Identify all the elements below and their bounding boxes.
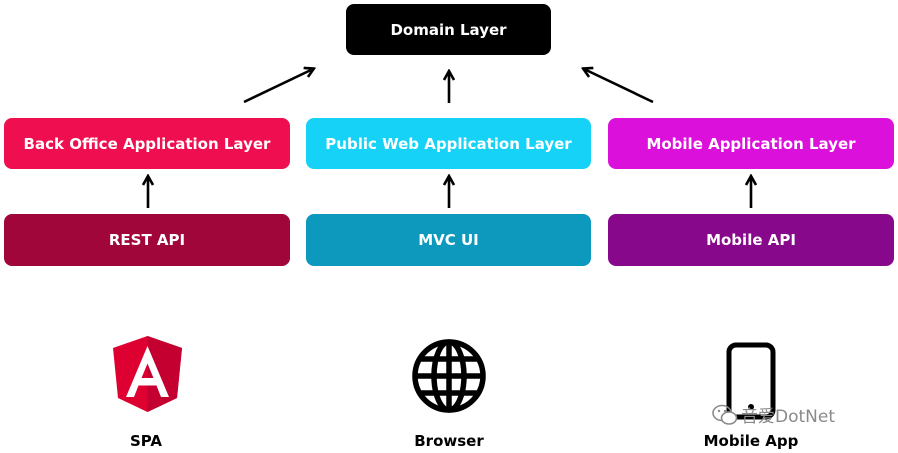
spa-label: SPA (129, 432, 163, 450)
wechat-icon (712, 404, 738, 425)
back-office-application-layer-label: Back Office Application Layer (23, 134, 271, 153)
arrow-mobile-app-layer-to-domain (584, 69, 654, 104)
smartphone-icon (726, 342, 776, 420)
domain-layer-label: Domain Layer (390, 20, 507, 39)
rest-api-box: REST API (4, 214, 290, 266)
watermark: 音爱DotNet (712, 402, 835, 427)
mobile-api-box: Mobile API (608, 214, 894, 266)
browser-label: Browser (414, 432, 484, 450)
domain-layer-box: Domain Layer (346, 4, 551, 55)
mobile-application-layer-box: Mobile Application Layer (608, 118, 894, 169)
mvc-ui-box: MVC UI (306, 214, 591, 266)
mvc-ui-label: MVC UI (418, 231, 479, 249)
public-web-application-layer-label: Public Web Application Layer (325, 134, 572, 153)
angular-logo-icon (113, 336, 182, 412)
mobile-app-label: Mobile App (703, 432, 799, 450)
public-web-application-layer-box: Public Web Application Layer (306, 118, 591, 169)
globe-icon (412, 339, 486, 413)
arrow-back-office-to-domain (243, 69, 313, 104)
watermark-text: 音爱DotNet (741, 407, 835, 427)
mobile-application-layer-label: Mobile Application Layer (646, 134, 856, 153)
rest-api-label: REST API (108, 231, 186, 249)
mobile-api-label: Mobile API (706, 231, 796, 249)
back-office-application-layer-box: Back Office Application Layer (4, 118, 290, 169)
